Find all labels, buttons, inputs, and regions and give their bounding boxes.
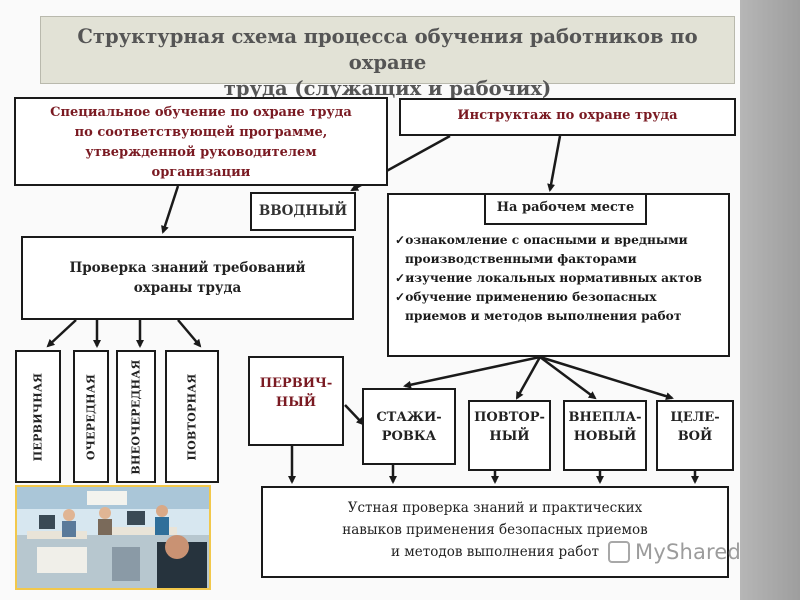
side-panel (740, 0, 800, 600)
check-type-label: ОЧЕРЕДНАЯ (84, 373, 98, 460)
oral-check-box: Устная проверка знаний и практических на… (261, 486, 729, 578)
internship-box: СТАЖИ- РОВКА (362, 388, 456, 465)
repeated-briefing-line-1: ПОВТОР- (474, 410, 545, 425)
watermark-icon (608, 541, 630, 563)
targeted-briefing-box: ЦЕЛЕ- ВОЙ (656, 400, 734, 471)
special-training-line-2: по соответствующей программе, (74, 125, 328, 140)
internship-line-2: РОВКА (381, 429, 437, 444)
targeted-briefing-line-2: ВОЙ (677, 429, 713, 444)
knowledge-check-line-2: охраны труда (133, 280, 242, 296)
repeated-briefing-line-2: НЫЙ (489, 429, 530, 444)
workplace-item: приемов и методов выполнения работ (405, 309, 682, 323)
primary-line-1: ПЕРВИЧ- (259, 376, 333, 391)
repeated-briefing-box: ПОВТОР- НЫЙ (468, 400, 551, 471)
oral-check-line-2: навыков применения безопасных приемов (342, 522, 648, 538)
unscheduled-briefing-line-2: НОВЫЙ (573, 429, 637, 444)
check-type-regular: ОЧЕРЕДНАЯ (73, 350, 109, 483)
check-type-primary: ПЕРВИЧНАЯ (15, 350, 61, 483)
title-line-2: труда (служащих и рабочих) (223, 77, 552, 100)
workplace-item: ✓обучение применению безопасных (395, 290, 657, 304)
workplace-item: ✓изучение локальных нормативных актов (395, 271, 703, 285)
knowledge-check-line-1: Проверка знаний требований (69, 260, 306, 276)
workplace-item: ✓ознакомление с опасными и вредными (395, 233, 688, 247)
introductory-label: ВВОДНЫЙ (258, 203, 348, 219)
check-type-repeated: ПОВТОРНАЯ (165, 350, 219, 483)
special-training-line-3: утвержденной руководителем (85, 145, 317, 160)
diagram-title: Структурная схема процесса обучения рабо… (40, 16, 735, 100)
check-type-label: ВНЕОЧЕРЕДНАЯ (129, 358, 143, 475)
workplace-title-box: На рабочем месте (484, 193, 647, 225)
watermark-logo: MyShared (608, 540, 741, 564)
unscheduled-briefing-line-1: ВНЕПЛА- (568, 410, 642, 425)
primary-line-2: НЫЙ (275, 395, 317, 410)
primary-box: ПЕРВИЧ- НЫЙ (248, 356, 344, 446)
briefing-label: Инструктаж по охране труда (457, 108, 678, 123)
office-training-illustration (15, 485, 211, 590)
introductory-box: ВВОДНЫЙ (250, 192, 356, 231)
briefing-box: Инструктаж по охране труда (399, 98, 736, 136)
check-type-extraordinary: ВНЕОЧЕРЕДНАЯ (116, 350, 156, 483)
title-line-1: Структурная схема процесса обучения рабо… (77, 25, 698, 74)
oral-check-line-3: и методов выполнения работ (391, 544, 599, 560)
workplace-box: На рабочем месте ✓ознакомление с опасным… (387, 193, 730, 357)
knowledge-check-box: Проверка знаний требований охраны труда (21, 236, 354, 320)
unscheduled-briefing-box: ВНЕПЛА- НОВЫЙ (563, 400, 647, 471)
watermark-text: MyShared (635, 540, 742, 564)
targeted-briefing-line-1: ЦЕЛЕ- (670, 410, 720, 425)
internship-line-1: СТАЖИ- (376, 410, 442, 425)
workplace-list: ✓ознакомление с опасными и вредными прои… (395, 231, 702, 326)
special-training-line-1: Специальное обучение по охране труда (50, 105, 352, 120)
special-training-line-4: организации (151, 165, 251, 180)
workplace-title: На рабочем месте (496, 200, 635, 215)
oral-check-line-1: Устная проверка знаний и практических (347, 500, 643, 516)
check-type-label: ПЕРВИЧНАЯ (31, 372, 45, 461)
check-type-label: ПОВТОРНАЯ (185, 372, 199, 461)
office-scene-image (17, 487, 209, 588)
workplace-item: производственными факторами (405, 252, 637, 266)
special-training-box: Специальное обучение по охране труда по … (14, 97, 388, 186)
